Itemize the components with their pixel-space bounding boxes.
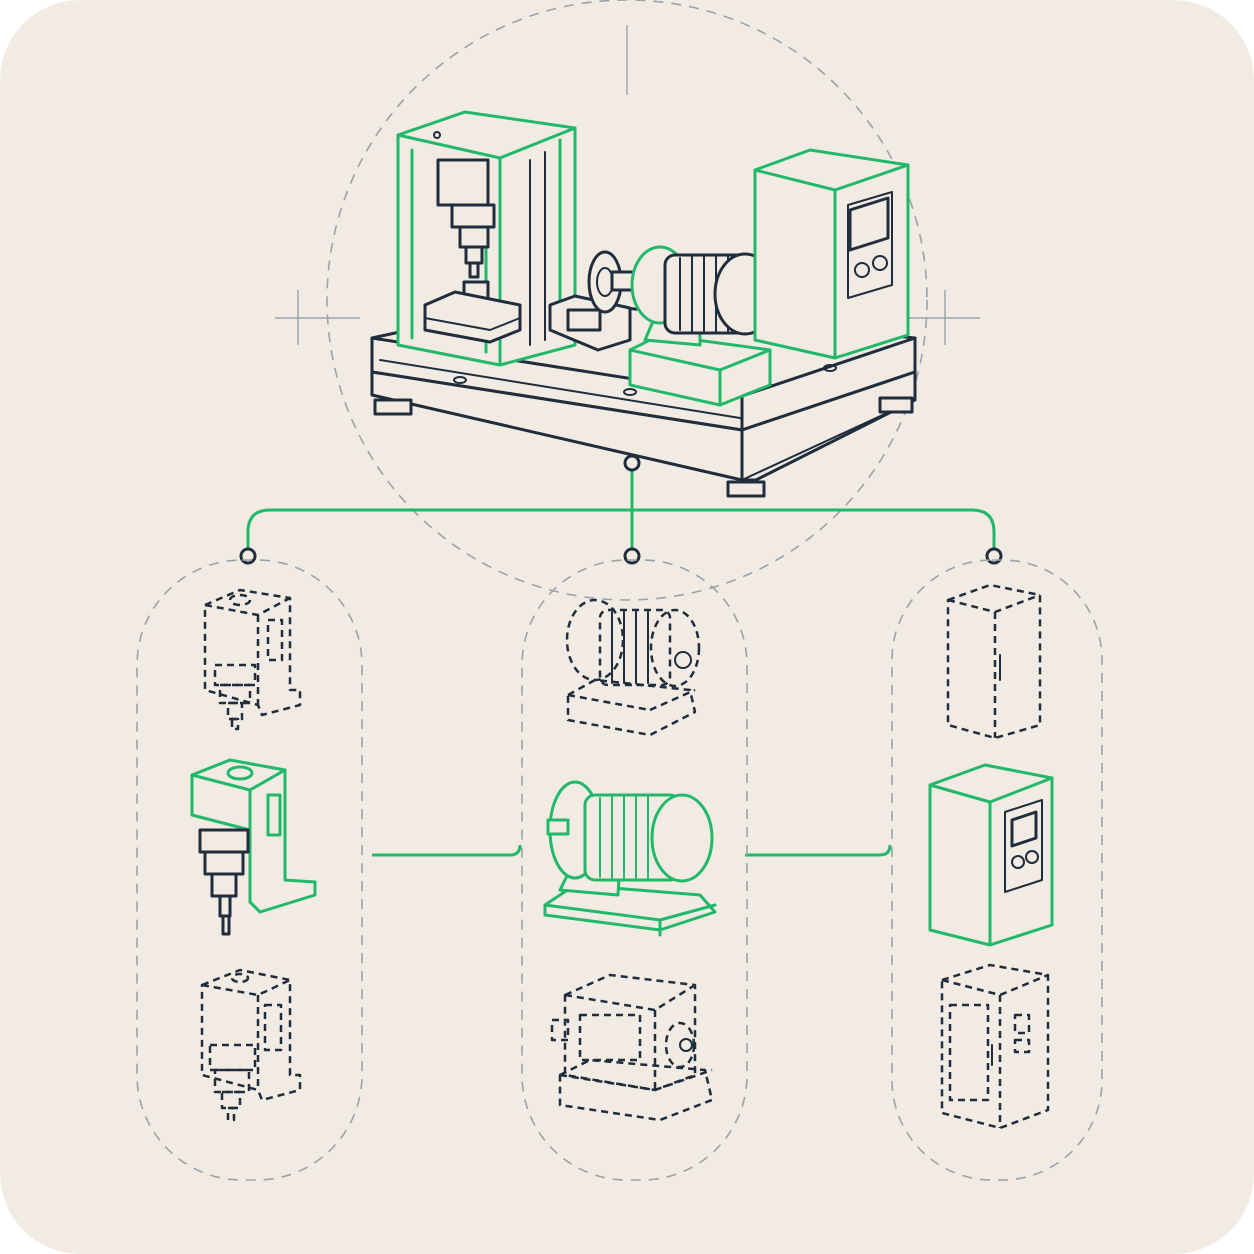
cabinet-option-1[interactable]	[946, 583, 1042, 740]
test-rig-assembly[interactable]	[370, 110, 917, 498]
motor-option-2[interactable]	[543, 780, 717, 937]
coupling-block	[548, 250, 644, 352]
spindle-group-frame	[136, 559, 363, 1181]
group-containers	[136, 559, 1103, 1181]
group-node-spindle[interactable]	[239, 547, 257, 565]
cabinet-option-2[interactable]	[928, 763, 1054, 947]
control-cabinet-main	[753, 148, 910, 360]
cabinet-option-3[interactable]	[940, 963, 1050, 1130]
spindle-option-1[interactable]	[203, 588, 302, 731]
group-node-cabinet[interactable]	[985, 547, 1003, 565]
motor-option-1[interactable]	[565, 598, 701, 737]
guide-lines	[275, 0, 980, 601]
group-node-motor[interactable]	[623, 547, 641, 565]
spindle-option-2[interactable]	[190, 758, 317, 936]
motor-option-3[interactable]	[550, 973, 714, 1122]
drive-motor	[628, 245, 777, 407]
spindle-option-3[interactable]	[200, 968, 302, 1122]
press-frame	[396, 110, 577, 367]
motor-group-frame	[521, 559, 748, 1181]
root-node[interactable]	[623, 454, 641, 472]
cabinet-group-frame	[891, 559, 1103, 1181]
